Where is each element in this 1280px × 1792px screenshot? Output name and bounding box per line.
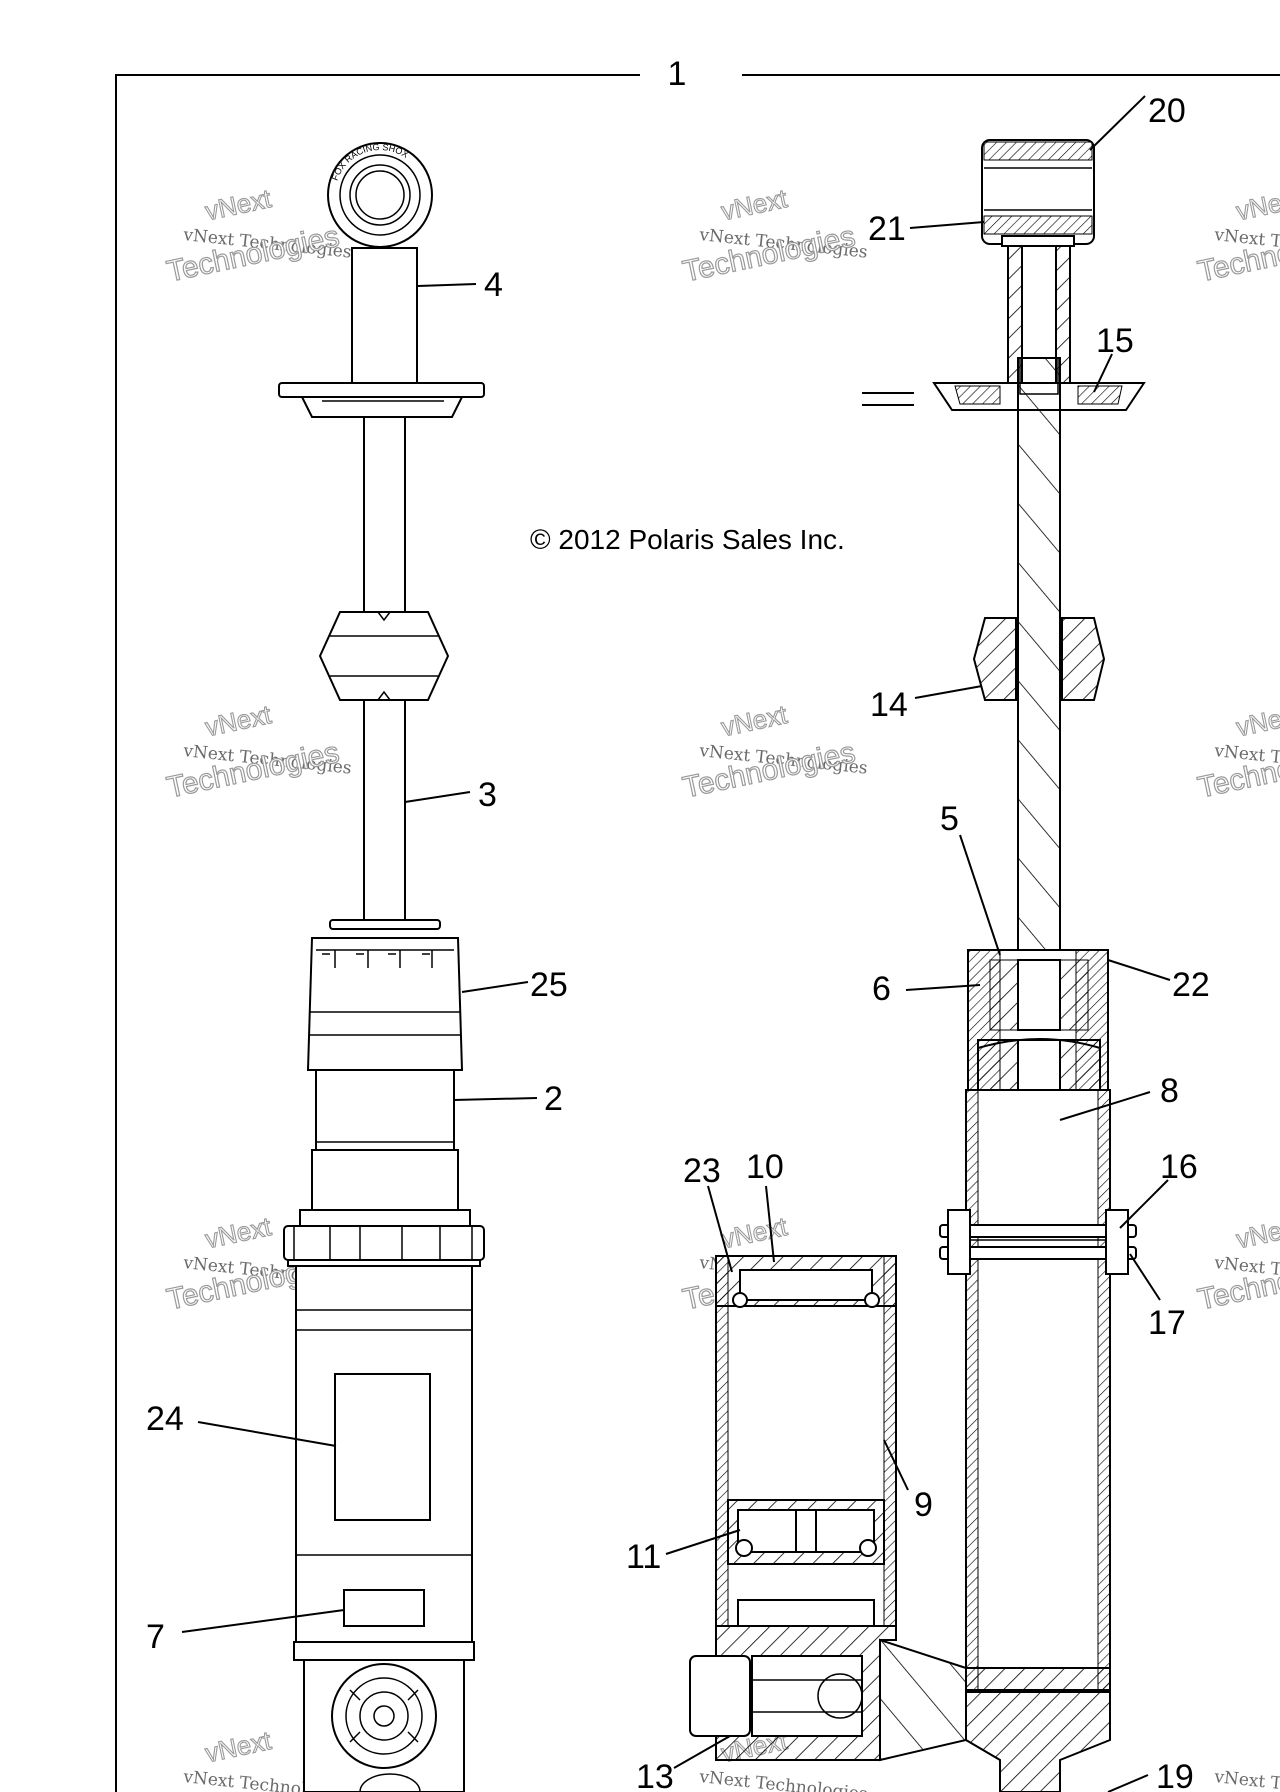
callout-8: 8 xyxy=(1160,1072,1179,1110)
bearing-cap-25 xyxy=(306,937,464,1071)
svg-text:vNext: vNext xyxy=(1233,183,1280,226)
callout-4: 4 xyxy=(484,266,503,304)
callout-23: 23 xyxy=(683,1152,721,1190)
callout-labels: 1 4 3 25 2 24 7 20 21 15 14 5 6 22 8 16 … xyxy=(146,55,1210,1792)
callout-9: 9 xyxy=(914,1486,933,1524)
svg-text:vNext Technologies: vNext Technologies xyxy=(697,1767,868,1792)
svg-text:vNext: vNext xyxy=(718,699,790,742)
svg-text:vNext: vNext xyxy=(202,183,274,226)
callout-5: 5 xyxy=(940,800,959,838)
callout-22: 22 xyxy=(1172,966,1210,1004)
svg-text:vNext: vNext xyxy=(718,183,790,226)
callout-15: 15 xyxy=(1096,322,1134,360)
copyright-notice: © 2012 Polaris Sales Inc. xyxy=(530,524,845,555)
watermark: vNext vNext Technologies Technologies xyxy=(1194,182,1280,289)
svg-text:vNext: vNext xyxy=(202,1211,274,1254)
leader-lines xyxy=(181,95,1171,1792)
callout-11: 11 xyxy=(626,1538,661,1576)
callout-14: 14 xyxy=(870,686,908,724)
svg-text:vNext: vNext xyxy=(1233,699,1280,742)
svg-text:vNext: vNext xyxy=(1233,1211,1280,1254)
callout-7: 7 xyxy=(146,1618,165,1656)
callout-20: 20 xyxy=(1148,92,1186,130)
watermark: vNext vNext Technologies Technologies xyxy=(1194,1210,1280,1317)
callout-1: 1 xyxy=(668,55,687,93)
shaft-eye-4 xyxy=(351,247,418,394)
watermark: vNext vNext Technologies Technologies xyxy=(679,182,868,289)
callout-24: 24 xyxy=(146,1400,184,1438)
watermark: vNext vNext Technologies Technologies xyxy=(163,698,352,805)
watermark: vNext vNext Technologies Technologies xyxy=(1194,698,1280,805)
shock-body-2 xyxy=(315,1069,455,1151)
callout-3: 3 xyxy=(478,776,497,814)
callout-6: 6 xyxy=(872,970,891,1008)
watermark: vNext vNext Technologies xyxy=(181,1724,352,1792)
diagram-frame xyxy=(115,74,1280,1792)
svg-text:vNext: vNext xyxy=(202,1725,274,1768)
top-eye-bearing: FOX RACING SHOX xyxy=(327,142,433,248)
svg-text:vNext: vNext xyxy=(202,699,274,742)
shock-cross-section xyxy=(689,139,1146,1792)
reservoir-9 xyxy=(715,1255,897,1627)
callout-10: 10 xyxy=(746,1148,784,1186)
callout-2: 2 xyxy=(544,1080,563,1118)
callout-13: 13 xyxy=(636,1758,674,1792)
watermark: vNext vNext Technologies Technologies xyxy=(679,698,868,805)
decal-7 xyxy=(343,1589,425,1627)
body-tube-section xyxy=(965,1089,1111,1691)
svg-text:vNext: vNext xyxy=(718,1211,790,1254)
callout-19: 19 xyxy=(1156,1758,1194,1792)
watermark: vNext Technologies xyxy=(1212,1767,1280,1792)
callout-21: 21 xyxy=(868,210,906,248)
callout-16: 16 xyxy=(1160,1148,1198,1186)
shock-exterior-view: FOX RACING SHOX xyxy=(278,142,485,1792)
svg-text:vNext Technologies: vNext Technologies xyxy=(1212,1767,1280,1792)
bump-stop xyxy=(318,611,450,701)
decal-24 xyxy=(334,1373,431,1521)
spring-retainer xyxy=(278,382,485,398)
callout-17: 17 xyxy=(1148,1304,1186,1342)
watermark: vNext vNext Technologies Technologies xyxy=(163,182,352,289)
callout-25: 25 xyxy=(530,966,568,1004)
